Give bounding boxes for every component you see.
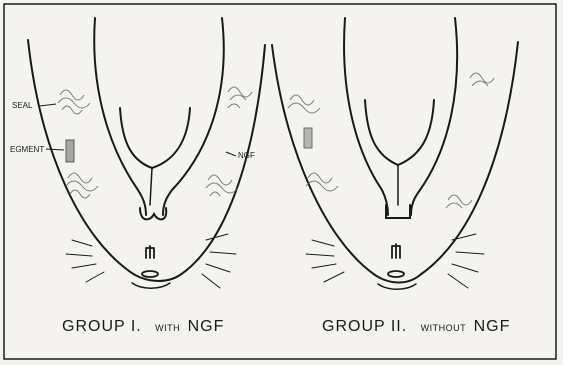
group1-stem — [150, 168, 152, 205]
ngf-label: NGF — [238, 151, 255, 160]
group1-mouth — [142, 271, 158, 277]
group2-inner-cup — [365, 100, 434, 165]
seal-leader — [40, 104, 56, 106]
group2-whiskers-left — [306, 240, 344, 282]
caption-group2-title: GROUP II. — [322, 318, 407, 335]
caption-group2-qualifier: WITHOUT — [421, 323, 467, 333]
group1-whiskers-left — [66, 240, 104, 282]
group2-diagram — [272, 18, 518, 289]
group1-fibers — [58, 87, 252, 198]
group2-mouth — [388, 271, 404, 277]
group1-outer-outline — [28, 40, 265, 281]
caption-group2: GROUP II. WITHOUT NGF — [322, 318, 510, 336]
group2-mark — [392, 244, 400, 258]
caption-group1-title: GROUP I. — [62, 318, 142, 335]
group1-lip — [132, 283, 170, 288]
segment-leader — [46, 149, 64, 150]
group1-inner-cup — [120, 108, 190, 168]
figure-border — [4, 4, 556, 359]
caption-group1-qualifier: WITH — [155, 323, 180, 333]
group2-knot — [386, 205, 410, 218]
group1-whiskers-right — [202, 234, 236, 288]
segment-label: EGMENT — [10, 145, 44, 154]
caption-group2-factor: NGF — [474, 318, 511, 335]
caption-group1-factor: NGF — [188, 318, 225, 335]
group1-inner-funnel — [94, 18, 224, 215]
group1-mark — [146, 246, 154, 258]
ngf-leader — [226, 152, 236, 156]
group2-lip — [378, 284, 416, 289]
group2-fibers — [288, 73, 494, 208]
seal-label: SEAL — [12, 101, 32, 110]
group2-inner-funnel — [344, 18, 457, 215]
caption-group1: GROUP I. WITH NGF — [62, 318, 224, 336]
